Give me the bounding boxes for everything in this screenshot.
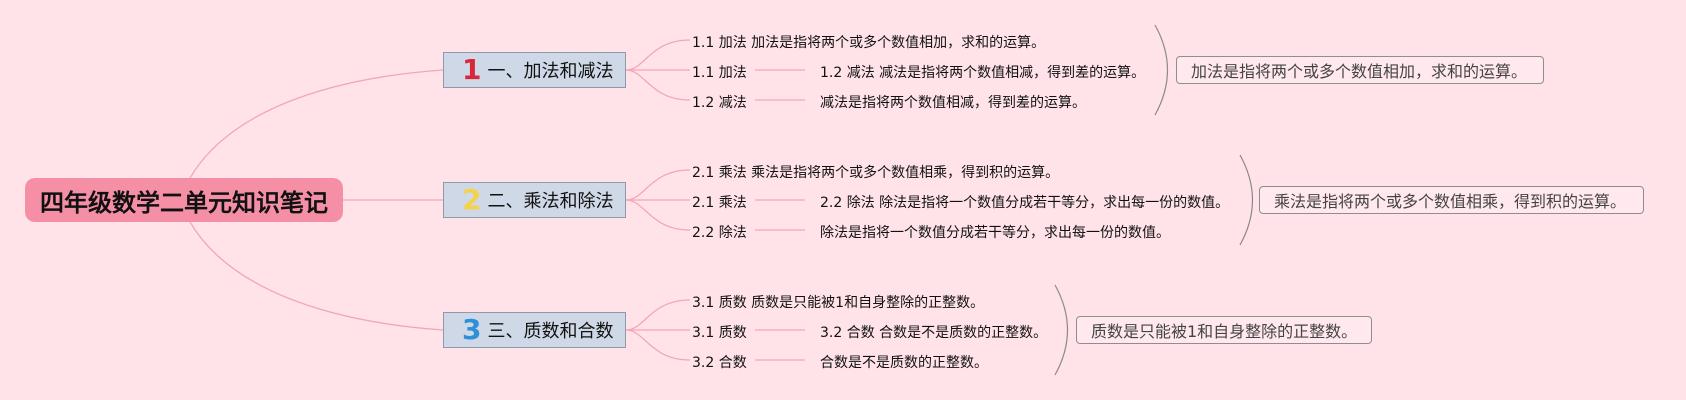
leaf-item[interactable]: 1.1 加法 加法是指将两个或多个数值相加，求和的运算。 [692,35,1046,51]
branch1-leaf3-connector [625,69,691,101]
branch2-summary-brace [1239,154,1254,246]
number-3-icon: 3 [462,313,482,346]
leaf-detail[interactable]: 2.2 除法 除法是指将一个数值分成若干等分，求出每一份的数值。 [820,195,1230,211]
leaf-detail[interactable]: 3.2 合数 合数是不是质数的正整数。 [820,325,1048,341]
leaf-item[interactable]: 2.1 乘法 乘法是指将两个或多个数值相乘，得到积的运算。 [692,165,1060,181]
branch-label: 二、乘法和除法 [487,191,614,212]
leaf-item[interactable]: 1.2 减法 [692,95,747,111]
branch-label: 三、质数和合数 [487,321,614,342]
branch-label: 一、加法和减法 [487,61,614,82]
branch3-leaf3-connector [625,329,691,361]
summary-note[interactable]: 乘法是指将两个或多个数值相乘，得到积的运算。 [1259,186,1644,214]
summary-note[interactable]: 质数是只能被1和自身整除的正整数。 [1076,316,1372,344]
branch-topic-multiplication-division[interactable]: 2 二、乘法和除法 [443,182,626,218]
branch1-leaf1-connector [625,39,691,71]
root-branch3-connector [189,221,444,331]
branch2-leaf3-connector [625,199,691,231]
leaf-item[interactable]: 3.1 质数 质数是只能被1和自身整除的正整数。 [692,295,985,311]
number-1-icon: 1 [462,53,482,86]
summary-note-text: 乘法是指将两个或多个数值相乘，得到积的运算。 [1274,192,1627,211]
leaf-item[interactable]: 3.1 质数 [692,325,747,341]
branch3-summary-brace [1054,284,1069,376]
leaf-item[interactable]: 2.1 乘法 [692,195,747,211]
leaf-detail[interactable]: 合数是不是质数的正整数。 [820,355,988,371]
root-topic-label: 四年级数学二单元知识笔记 [40,188,328,217]
leaf-item[interactable]: 1.1 加法 [692,65,747,81]
number-2-icon: 2 [462,183,482,216]
leaf-detail[interactable]: 除法是指将一个数值分成若干等分，求出每一份的数值。 [820,225,1170,241]
root-branch1-connector [189,69,444,179]
branch2-leaf1-connector [625,169,691,201]
branch-topic-addition-subtraction[interactable]: 1 一、加法和减法 [443,52,626,88]
leaf-detail[interactable]: 减法是指将两个数值相减，得到差的运算。 [820,95,1086,111]
branch1-summary-brace [1154,24,1169,116]
leaf-item[interactable]: 3.2 合数 [692,355,747,371]
branch3-leaf1-connector [625,299,691,331]
summary-note[interactable]: 加法是指将两个或多个数值相加，求和的运算。 [1176,56,1544,84]
branch-topic-prime-composite[interactable]: 3 三、质数和合数 [443,312,626,348]
leaf-item[interactable]: 2.2 除法 [692,225,747,241]
leaf-detail[interactable]: 1.2 减法 减法是指将两个数值相减，得到差的运算。 [820,65,1146,81]
summary-note-text: 加法是指将两个或多个数值相加，求和的运算。 [1191,62,1528,81]
root-topic[interactable]: 四年级数学二单元知识笔记 [25,178,343,222]
summary-note-text: 质数是只能被1和自身整除的正整数。 [1091,322,1358,341]
